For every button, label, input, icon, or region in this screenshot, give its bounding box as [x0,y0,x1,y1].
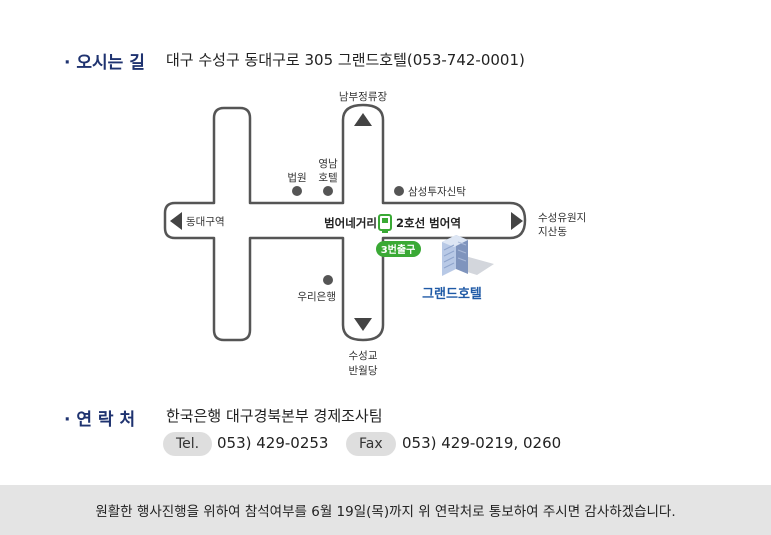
arrow-right-icon [511,212,523,230]
footer-banner: 원활한 행사진행을 위하여 참석여부를 6월 19일(목)까지 위 연락처로 통… [0,485,771,535]
label-hotel: 그랜드호텔 [422,286,482,302]
label-south-2: 반월당 [349,365,378,377]
rsvp-note: 원활한 행사진행을 위하여 참석여부를 6월 19일(목)까지 위 연락처로 통… [95,504,676,520]
label-court: 법원 [287,172,306,184]
contact-heading: · 연 락 처 [64,410,136,430]
tel-number: 053) 429-0253 [217,434,329,452]
label-crossroad: 범어네거리 [324,216,377,230]
arrow-down-icon [354,318,372,331]
yeongnam-hotel-marker [323,186,333,196]
samsung-marker [394,186,404,196]
fax-number: 053) 429-0219, 0260 [402,434,562,452]
label-samsung: 삼성투자신탁 [408,186,466,198]
label-west: 동대구역 [186,216,225,228]
label-south-1: 수성교 [349,350,378,362]
hotel-address: 대구 수성구 동대구로 305 그랜드호텔(053-742-0001) [166,51,525,69]
label-station: 2호선 범어역 [396,216,461,230]
exit-badge [376,241,421,257]
subway-station-icon [378,214,392,233]
label-north: 남부정류장 [339,91,388,103]
label-yeongnam-2: 호텔 [318,172,337,184]
location-map: 남부정류장 수성교 반월당 동대구역 수성유원지 지산동 법원 영남 호텔 삼성… [163,91,586,377]
woori-marker [323,275,333,285]
arrow-left-icon [170,212,182,230]
road-outline [163,103,527,342]
tel-label: Tel. [163,432,213,456]
fax-label: Fax [346,432,396,456]
directions-heading: · 오시는 길 [64,53,145,73]
label-east-1: 수성유원지 [538,212,586,224]
court-marker [292,186,302,196]
label-east-2: 지산동 [538,226,567,238]
label-woori: 우리은행 [297,291,336,303]
arrow-up-icon [354,113,372,126]
contact-organization: 한국은행 대구경북본부 경제조사팀 [166,407,383,425]
label-exit: 3번출구 [381,243,416,256]
label-yeongnam-1: 영남 [318,158,338,170]
hotel-building-icon [442,235,494,276]
